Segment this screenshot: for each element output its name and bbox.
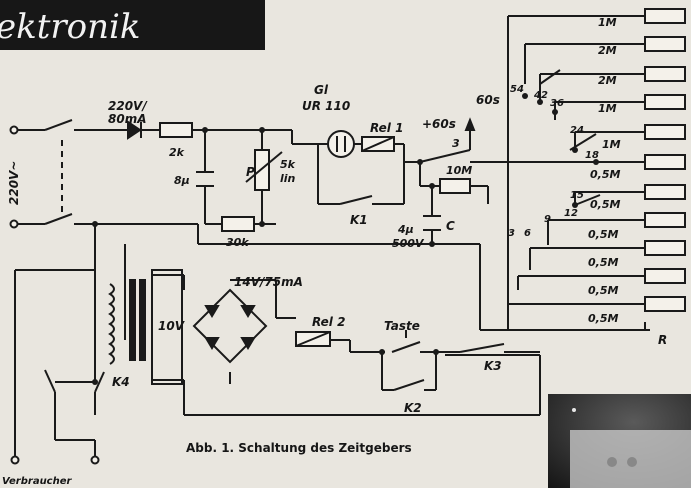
ladder-label-5: 1M — [602, 138, 621, 151]
label-ur110: UR 110 — [302, 99, 350, 113]
label-gl: Gl — [314, 83, 329, 97]
label-60s: 60s — [476, 93, 500, 107]
label-c-500v: 500V — [392, 237, 425, 250]
label-plus60s: +60s — [422, 117, 456, 131]
label-k2: K2 — [404, 401, 422, 415]
label-c-c: C — [446, 219, 455, 233]
ladder-label-1: 1M — [598, 16, 617, 29]
label-node3: 3 — [452, 137, 460, 150]
ladder-label-7: 0,5M — [590, 198, 620, 211]
label-c-8u: 8µ — [174, 174, 190, 187]
label-n3: 3 — [508, 228, 515, 239]
label-n6: 6 — [524, 228, 531, 239]
ladder-label-11: 0,5M — [588, 312, 618, 325]
header-title: ektronik — [0, 7, 140, 47]
header-bar: ektronik — [0, 0, 265, 50]
label-verbraucher: Verbraucher — [2, 476, 73, 487]
ladder-label-8: 0,5M — [588, 228, 618, 241]
label-r: R — [658, 333, 667, 347]
label-pot-lin: lin — [280, 172, 296, 185]
resistor-ladder — [644, 8, 686, 312]
ladder-label-2: 2M — [598, 44, 617, 57]
label-n9: 9 — [544, 214, 551, 225]
ladder-label-10: 0,5M — [588, 284, 618, 297]
label-r-10m: 10M — [446, 164, 472, 177]
ladder-label-9: 0,5M — [588, 256, 618, 269]
label-bridge-rating: 14V/75mA — [234, 275, 303, 289]
ladder-label-4: 1M — [598, 102, 617, 115]
label-supply-top: 220V/ — [108, 99, 148, 113]
label-rel1: Rel 1 — [370, 121, 403, 135]
label-n12: 12 — [564, 208, 578, 219]
label-r-30k: 30k — [226, 236, 249, 249]
label-r-2k: 2k — [169, 146, 185, 159]
label-rel2: Rel 2 — [312, 315, 345, 329]
label-taste: Taste — [384, 319, 420, 333]
ladder-label-3: 2M — [598, 74, 617, 87]
junction-dots — [92, 93, 599, 385]
label-n15: 15 — [570, 190, 584, 201]
label-k3: K3 — [484, 359, 502, 373]
label-pot-5k: 5k — [280, 158, 296, 171]
label-k1: K1 — [350, 213, 368, 227]
label-n42: 42 — [533, 90, 548, 101]
label-mains: 220V~ — [7, 161, 21, 205]
label-supply-bottom: 80mA — [108, 112, 147, 126]
label-n24: 24 — [570, 125, 584, 136]
device-photo — [548, 394, 691, 488]
label-k4: K4 — [112, 375, 130, 389]
circuit-labels: 220V~ 220V/ 80mA 2k 8µ P 5k lin 30k Gl U… — [2, 16, 667, 487]
label-n36: 36 — [550, 98, 564, 109]
ladder-label-6: 0,5M — [590, 168, 620, 181]
label-n18: 18 — [585, 150, 599, 161]
label-pot-p: P — [246, 165, 255, 179]
components — [9, 69, 601, 465]
circuit-wires — [14, 15, 650, 460]
label-10v: 10V — [158, 319, 186, 333]
figure-caption: Abb. 1. Schaltung des Zeitgebers — [186, 441, 412, 455]
label-n54: 54 — [510, 84, 524, 95]
label-c-4u: 4µ — [397, 223, 414, 236]
